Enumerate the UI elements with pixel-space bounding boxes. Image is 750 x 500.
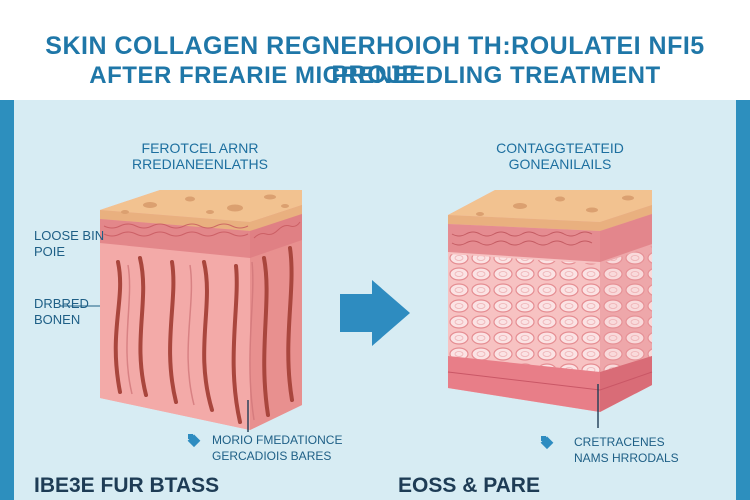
title-line-2: AFTER FREARIE MICRENEEDLING TREATMENT (89, 62, 661, 89)
left-block-top-surface (100, 190, 302, 222)
right-heading: CONTAGGTEATEID GONEANILAILS (470, 140, 650, 172)
label-fiber-bone-line-1: DRBRED (34, 296, 89, 311)
label-left-bottom-line-2: GERCADIOIS BARES (212, 449, 332, 463)
right-skin-pores (476, 195, 634, 216)
right-bottom-layer (448, 356, 600, 412)
left-collagen-fibers (113, 246, 294, 424)
right-heading-line-2: GONEANILAILS (508, 156, 612, 172)
treated-skin-block (447, 190, 653, 412)
label-left-bottom-line-1: MORIO FMEDATIONCE (212, 433, 343, 447)
label-loose-pore-line-2: POIE (34, 244, 66, 259)
pointer-marker-icon (540, 436, 554, 450)
right-epidermis-band (448, 214, 652, 262)
left-leader-line (60, 305, 249, 432)
left-heading-line-1: FEROTCEL ARNR (141, 140, 259, 156)
arrow-right-icon (340, 280, 410, 346)
label-right-bottom-line-2: NAMS HRRODALS (574, 451, 679, 465)
left-heading: FEROTCEL ARNR RREDIANEENLATHS (120, 140, 280, 172)
label-loose-pore: LOOSE BIN POIE (34, 228, 104, 260)
untreated-skin-block (100, 190, 302, 430)
right-heading-line-1: CONTAGGTEATEID (496, 140, 624, 156)
left-footer-caption: IBE3E FUR BTASS (34, 474, 220, 497)
label-loose-pore-line-1: LOOSE BIN (34, 228, 105, 243)
label-right-bottom-line-1: CRETRACENES (574, 435, 665, 449)
right-block-top-surface (448, 190, 652, 222)
label-fiber-bone: DRBRED BONEN (34, 296, 89, 328)
label-fiber-bone-line-2: BONEN (34, 312, 81, 327)
pointer-marker-icon (187, 434, 201, 448)
left-heading-line-2: RREDIANEENLATHS (132, 156, 268, 172)
right-footer-caption: EOSS & PARE (398, 474, 540, 497)
left-skin-pores (121, 194, 289, 214)
left-block-front-face (100, 210, 250, 430)
label-left-bottom: MORIO FMEDATIONCE GERCADIOIS BARES (212, 432, 342, 464)
title-banner: SKIN COLLAGEN REGNERHOIOH TH:ROULATEI NF… (0, 0, 750, 100)
title-line-1: SKIN COLLAGEN REGNERHOIOH TH:ROULATEI NF… (45, 32, 705, 89)
label-right-bottom: CRETRACENES NAMS HRRODALS (574, 434, 679, 466)
right-collagen-network (448, 254, 600, 372)
left-epidermis-band (100, 214, 302, 258)
